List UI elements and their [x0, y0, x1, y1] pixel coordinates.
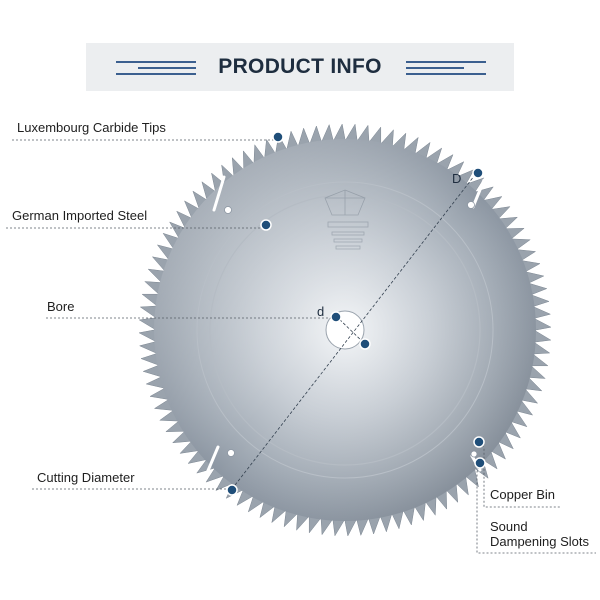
blade-logo — [324, 189, 369, 250]
label-sound-slots-line2: Dampening Slots — [490, 534, 589, 549]
blade-ring-outer — [196, 181, 494, 479]
marker-carbide-tips — [272, 131, 284, 143]
marker-bore-left — [330, 311, 342, 323]
marker-copper-bin — [473, 436, 485, 448]
label-bore: Bore — [47, 299, 75, 314]
sound-dampening-slot-bottom-left — [205, 445, 235, 475]
marker-steel — [260, 219, 272, 231]
bore-diameter-line — [335, 315, 366, 345]
sound-dampening-slot-top-left — [212, 175, 232, 214]
bore-diameter-mark: d — [317, 304, 324, 319]
sound-dampening-slot-top-right — [467, 178, 486, 209]
callout-lines — [6, 139, 596, 554]
marker-sound-slot — [474, 457, 486, 469]
marker-cutting-diameter — [226, 484, 238, 496]
product-info-banner: PRODUCT INFO — [86, 43, 514, 91]
banner-right-decoration — [406, 59, 486, 77]
callout-line-copper-bin — [479, 441, 560, 508]
banner-title: PRODUCT INFO — [218, 55, 382, 78]
outer-diameter-mark: D — [452, 171, 461, 186]
marker-outer-diameter — [472, 167, 484, 179]
label-carbide-tips: Luxembourg Carbide Tips — [17, 120, 166, 135]
label-sound-slots-line1: Sound — [490, 519, 528, 534]
diameter-line — [231, 170, 479, 490]
label-copper-bin: Copper Bin — [490, 487, 556, 502]
label-cutting-diameter: Cutting Diameter — [37, 470, 135, 485]
marker-bore-right — [359, 338, 371, 350]
saw-blade: D d — [138, 123, 552, 537]
markers — [226, 131, 486, 496]
label-steel: German Imported Steel — [12, 208, 148, 223]
banner-left-decoration — [116, 59, 196, 77]
